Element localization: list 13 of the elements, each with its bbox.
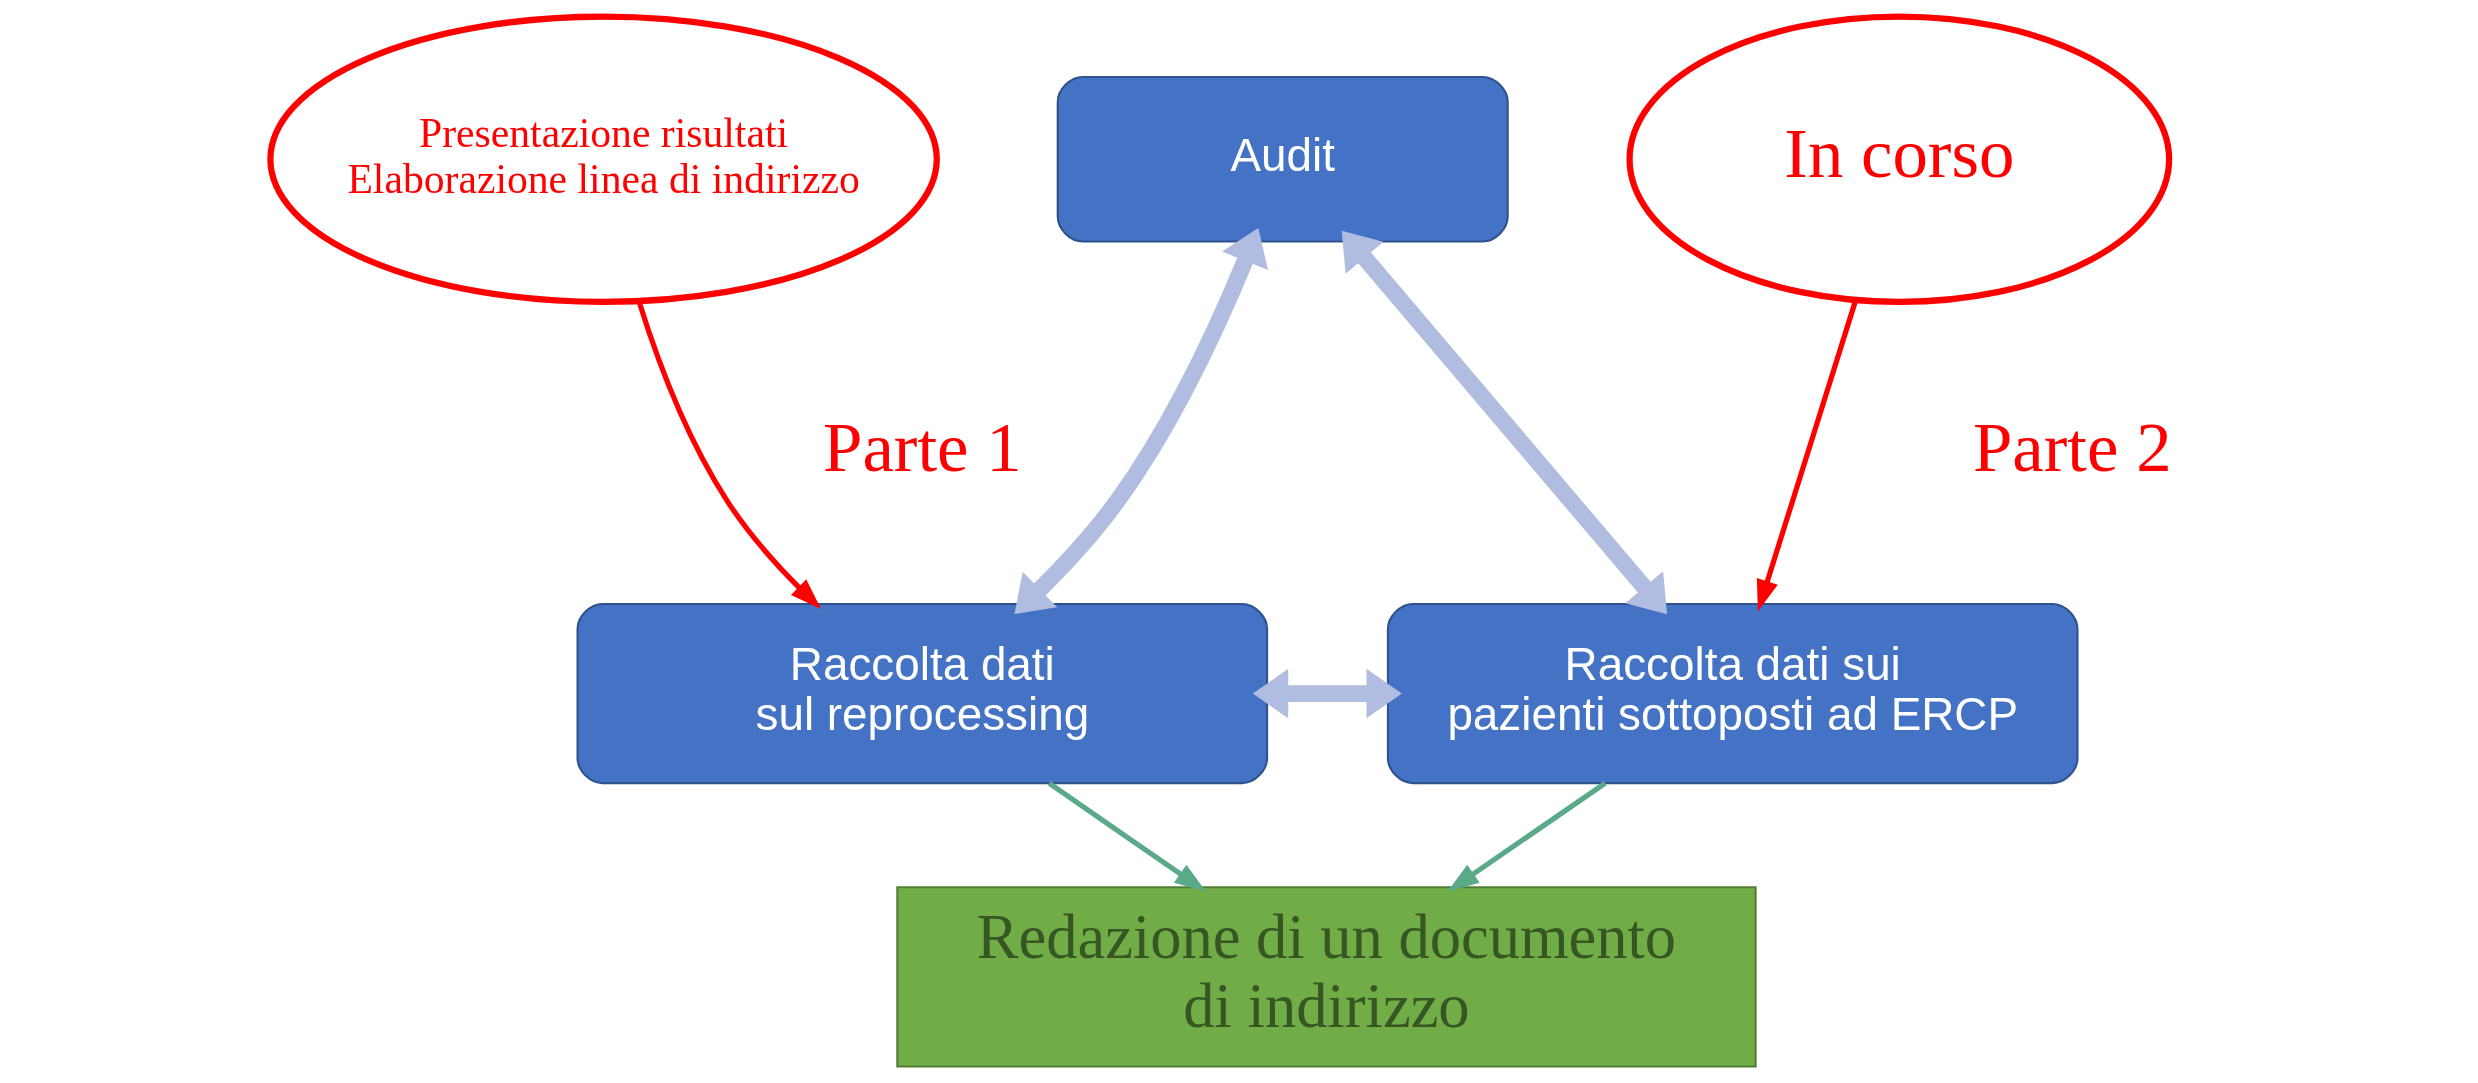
node-box: Raccolta dati sui pazienti sottoposti ad ERCP [1386,602,2079,785]
node-ellipse: In corso [1626,13,2173,306]
arrow [1341,230,1668,615]
node-box: Raccolta dati sul reprocessing [576,602,1269,785]
arrow [1047,781,1206,892]
label: Parte 1 [823,408,1022,487]
node-box: Redazione di un documento di indirizzo [896,886,1757,1068]
node-box: Audit [1056,75,1509,243]
arrow [1447,781,1607,892]
node-ellipse: Presentazione risultati Elaborazione linea di indirizzo [267,13,940,306]
label: Parte 2 [1972,408,2172,487]
arrow [1014,228,1268,614]
arrow [1252,668,1402,719]
